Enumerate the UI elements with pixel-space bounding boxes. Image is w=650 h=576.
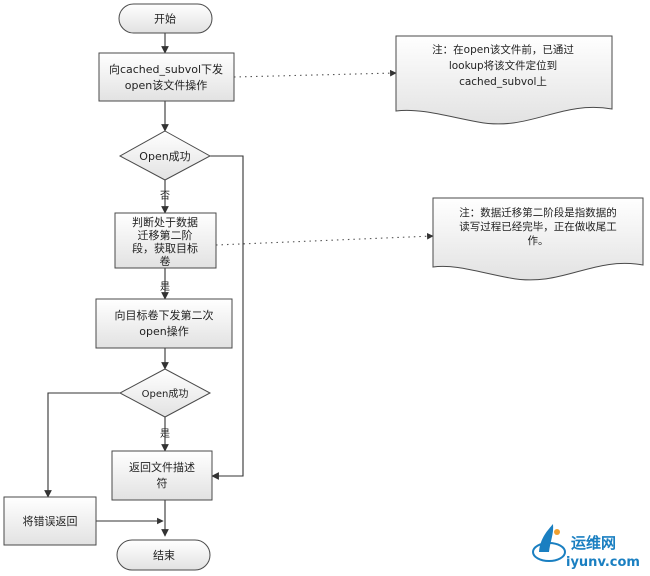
watermark-line-1: 运维网 [571,534,616,552]
note-2-shape [432,197,644,281]
return-fd-shape [111,450,213,501]
edge-label-no: 否 [160,190,170,202]
open-ok-2-label: Open成功 [142,388,189,400]
note-2-line-2: 读写过程已经完毕，正在做收尾工 [459,220,617,233]
edge-label-yes-2: 是 [160,428,170,440]
return-error-label: 将错误返回 [23,514,78,528]
node-send-second-open: 向目标卷下发第二次 open操作 [95,298,233,349]
note-1-line-1: 注：在open该文件前，已通过 [432,43,574,56]
note-link-1 [233,69,397,78]
node-open-ok-1: Open成功 [118,130,212,181]
send-open-shape [98,52,235,102]
note-1-shape [395,35,613,125]
edge-open-ok-1-yes-to-return-fd [210,155,244,480]
watermark-logo-icon [532,524,566,562]
note-1-line-3: cached_subvol上 [459,76,547,88]
send-second-open-label-line-2: open操作 [139,324,188,338]
watermark-line-2: iyunv.com [566,555,640,570]
note-2: 注：数据迁移第二阶段是指数据的 读写过程已经完毕，正在做收尾工 作。 [432,197,644,281]
node-judge-stage: 判断处于数据 迁移第二阶 段，获取目标 卷 [114,212,217,269]
note-1-line-2: lookup将该文件定位到 [449,59,557,72]
watermark: 运维网 iyunv.com [532,524,640,570]
edge-label-yes-1: 是 [160,281,170,293]
note-2-line-3: 作。 [528,235,549,247]
judge-stage-label-line-2: 迁移第二阶 [138,228,193,242]
end-label: 结束 [153,549,175,562]
send-second-open-shape [95,298,233,349]
node-send-open: 向cached_subvol下发 open该文件操作 [98,52,235,102]
judge-stage-shape [114,212,217,269]
start-label: 开始 [154,12,176,26]
judge-stage-label-line-1: 判断处于数据 [132,215,198,229]
judge-stage-label-line-4: 卷 [160,254,171,268]
judge-stage-label-line-3: 段，获取目标 [132,241,198,255]
open-ok-1-shape [118,130,212,181]
return-error-shape [3,496,97,546]
edge-open-ok-2-fail-to-error [44,392,120,498]
start-shape [118,3,213,34]
node-return-fd: 返回文件描述 符 [111,450,213,501]
note-1: 注：在open该文件前，已通过 lookup将该文件定位到 cached_sub… [395,35,613,125]
send-open-label-line-2: open该文件操作 [125,78,207,92]
open-ok-2-shape [118,368,212,418]
connectors [44,33,244,537]
open-ok-1-label: Open成功 [139,150,190,163]
node-open-ok-2: Open成功 [118,368,212,418]
return-fd-label-line-1: 返回文件描述 [129,460,195,474]
end-shape [116,539,211,571]
node-end: 结束 [116,539,211,571]
note-2-line-1: 注：数据迁移第二阶段是指数据的 [459,206,617,219]
return-fd-label-line-2: 符 [157,477,168,490]
node-return-error: 将错误返回 [3,496,97,546]
node-start: 开始 [118,3,213,34]
send-second-open-label-line-1: 向目标卷下发第二次 [115,308,214,322]
note-link-2 [215,232,434,246]
send-open-label-line-1: 向cached_subvol下发 [109,62,223,76]
